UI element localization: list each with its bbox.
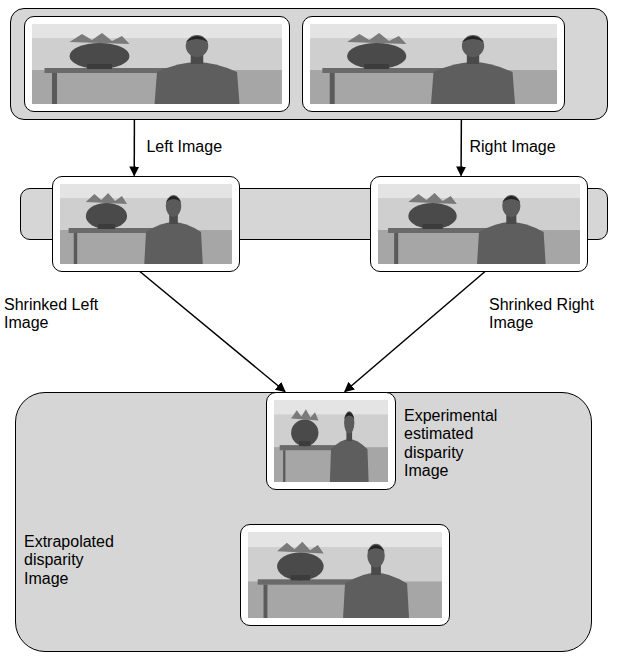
photo-illustration: [60, 184, 232, 264]
flow-arrow: [140, 272, 285, 392]
photo-frame: [302, 16, 565, 112]
flow-arrow: [133, 112, 135, 176]
photo-frame: Shrinked Right Image: [370, 176, 588, 272]
input-panel: [10, 8, 608, 120]
photo-illustration: [248, 532, 442, 618]
arrow-label: Right Image: [469, 138, 555, 156]
photo-frame: Extrapolated disparity Image: [240, 524, 450, 626]
photo-illustration: [32, 24, 282, 104]
image-caption: Shrinked Left Image: [4, 296, 114, 333]
arrow-label: Left Image: [146, 138, 222, 156]
photo-frame: [24, 16, 290, 112]
flow-arrow: [460, 112, 462, 176]
photo-illustration: [32, 24, 282, 104]
photo-illustration: [378, 184, 580, 264]
photo-illustration: [378, 184, 580, 264]
flow-arrow: [345, 272, 485, 392]
image-caption: Extrapolated disparity Image: [24, 533, 129, 588]
image-caption: Shrinked Right Image: [489, 296, 604, 333]
photo-illustration: [310, 24, 557, 104]
image-caption: Experimental estimated disparity Image: [404, 407, 504, 481]
photo-illustration: [60, 184, 232, 264]
photo-frame: Experimental estimated disparity Image: [266, 392, 396, 490]
photo-illustration: [274, 400, 388, 482]
shrink-panel: Shrinked Left ImageShrinked Right Image: [20, 188, 608, 240]
photo-frame: Shrinked Left Image: [52, 176, 240, 272]
photo-illustration: [310, 24, 557, 104]
disparity-panel: Experimental estimated disparity ImageEx…: [15, 392, 592, 652]
photo-illustration: [274, 400, 388, 482]
photo-illustration: [248, 532, 442, 618]
